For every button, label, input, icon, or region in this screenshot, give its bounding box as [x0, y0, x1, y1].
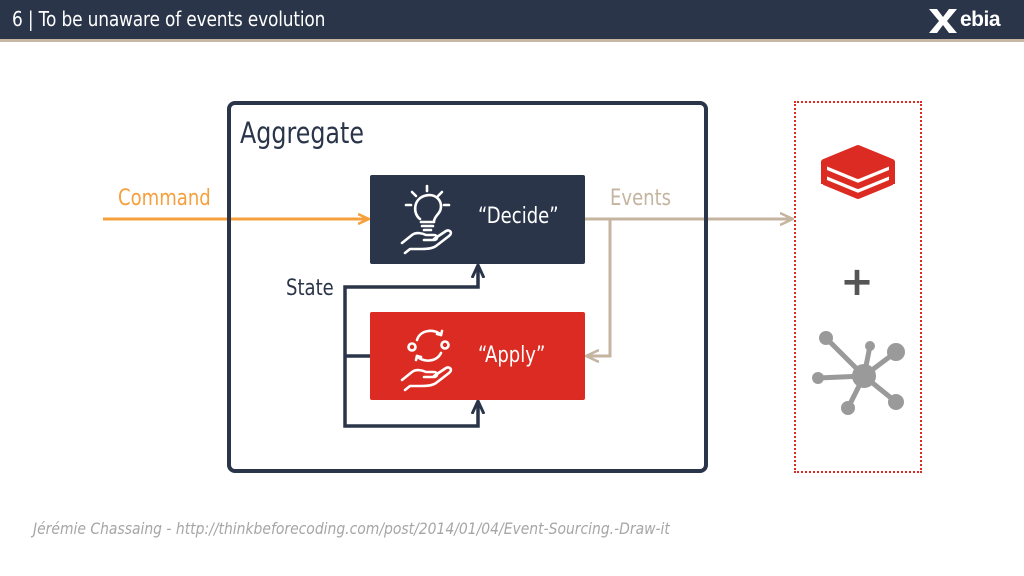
event-store-panel [794, 101, 922, 473]
source-citation: Jérémie Chassaing - http://thinkbeforeco… [33, 519, 670, 538]
aggregate-container [227, 101, 708, 473]
state-loop-arrow [343, 356, 478, 428]
plus-sign: + [840, 259, 874, 305]
lightbulb-hand-icon [400, 184, 453, 255]
cycle-hand-icon [400, 329, 453, 392]
decide-label: “Decide” [478, 204, 559, 229]
logo-wordmark: ebia [960, 8, 1001, 31]
apply-box: “Apply” [370, 312, 585, 400]
state-label: State [286, 276, 334, 301]
aggregate-title: Aggregate [240, 116, 364, 150]
network-hub-icon [812, 331, 905, 415]
events-to-apply-arrow [587, 219, 612, 356]
state-to-decide-arrow [343, 266, 478, 356]
apply-label: “Apply” [478, 343, 546, 368]
xebia-x-icon [929, 9, 957, 33]
database-stack-icon [821, 145, 895, 199]
decide-box: “Decide” [370, 175, 585, 264]
command-label: Command [118, 186, 211, 211]
slide-header: 6 | To be unaware of events evolution eb… [0, 0, 1024, 42]
slide-title: 6 | To be unaware of events evolution [12, 7, 326, 31]
events-label: Events [610, 186, 672, 211]
xebia-logo: ebia [926, 7, 1008, 35]
